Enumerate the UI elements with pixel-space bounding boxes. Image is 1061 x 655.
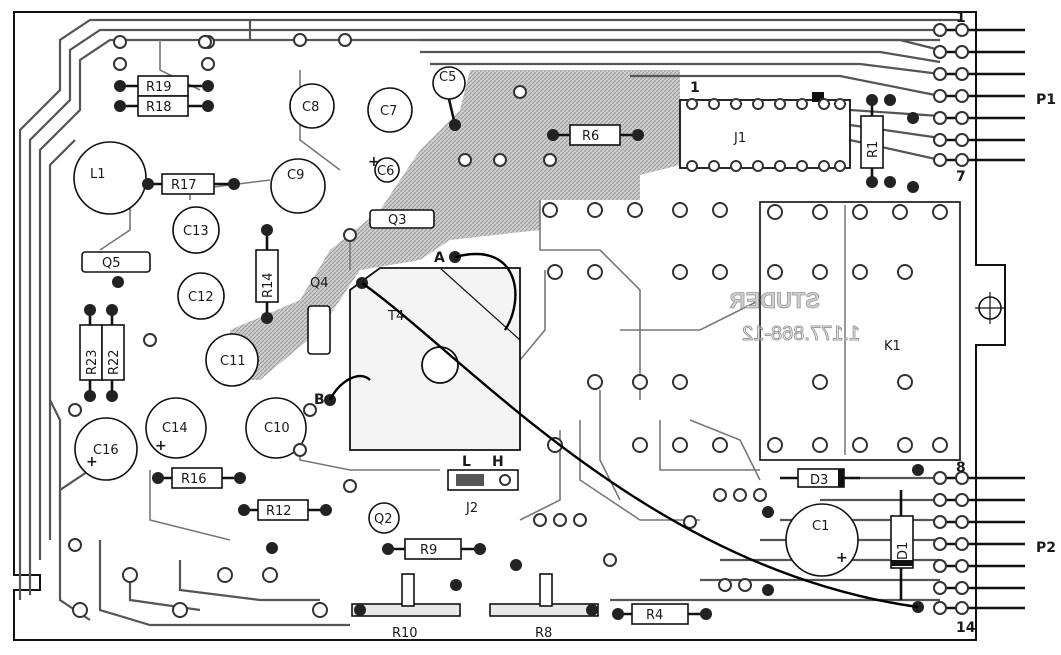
label-r19: R19 — [146, 80, 172, 95]
label-j1-pin-1: 1 — [690, 80, 700, 96]
label-r9: R9 — [420, 543, 437, 558]
label-r4: R4 — [646, 608, 663, 623]
label-q3: Q3 — [388, 213, 407, 228]
label-connector-p1: P1 — [1036, 92, 1056, 108]
label-q2: Q2 — [374, 512, 393, 527]
jumper-wire-a — [454, 253, 517, 331]
label-r18: R18 — [146, 100, 172, 115]
board-number: 1.177.868-12 — [742, 323, 860, 345]
label-r6: R6 — [582, 129, 599, 144]
label-jumper-high: H — [492, 454, 504, 470]
capacitors — [73, 66, 859, 577]
label-r16: R16 — [181, 472, 207, 487]
label-t4: T4 — [387, 309, 404, 324]
label-r8: R8 — [535, 626, 552, 641]
label-r1: R1 — [866, 141, 881, 158]
label-p2-pin-14: 14 — [956, 620, 976, 636]
label-c6: C6 — [377, 164, 394, 179]
label-c16: C16 — [93, 443, 119, 458]
diodes — [780, 468, 914, 600]
transistors — [81, 209, 435, 534]
trim-potentiometers — [351, 573, 599, 617]
polarity-mark-c1: + — [836, 550, 848, 566]
label-k1: K1 — [884, 339, 901, 354]
polarity-mark-c16: + — [86, 454, 98, 470]
jumper-j2 — [447, 469, 519, 491]
label-r12: R12 — [266, 504, 292, 519]
polarity-mark-c14: + — [155, 438, 167, 454]
jumper-wire — [361, 282, 919, 609]
brand-text: STUDER — [729, 288, 820, 313]
label-jumper-low: L — [462, 454, 471, 470]
transformer-t4 — [349, 267, 521, 451]
label-c5: C5 — [439, 70, 456, 85]
label-c9: C9 — [287, 168, 304, 183]
label-r22: R22 — [107, 349, 122, 375]
mounting-hole — [975, 292, 1005, 324]
polarity-mark-c6: + — [368, 154, 380, 170]
label-q5: Q5 — [102, 256, 121, 271]
label-c11: C11 — [220, 354, 246, 369]
label-j1: J1 — [733, 131, 746, 146]
component-labels: R19 R18 R17 R14 R23 R22 R16 R12 R9 R6 R1… — [85, 10, 1056, 641]
ic-socket-j1 — [679, 92, 851, 169]
label-r17: R17 — [171, 178, 197, 193]
label-c10: C10 — [264, 421, 290, 436]
label-r14: R14 — [261, 272, 276, 298]
copper-traces — [18, 18, 960, 627]
label-c1: C1 — [812, 519, 829, 534]
label-test-point-b: B — [314, 392, 325, 408]
label-c7: C7 — [380, 104, 397, 119]
label-r10: R10 — [392, 626, 418, 641]
label-c8: C8 — [302, 100, 319, 115]
solder-pads — [68, 23, 969, 620]
label-c12: C12 — [188, 290, 214, 305]
label-c14: C14 — [162, 421, 188, 436]
label-c13: C13 — [183, 224, 209, 239]
label-test-point-a: A — [434, 250, 445, 266]
label-p2-pin-8: 8 — [956, 460, 966, 476]
resistors — [79, 75, 884, 625]
label-d1: D1 — [896, 542, 911, 560]
label-p1-pin-7: 7 — [956, 169, 966, 185]
label-l1: L1 — [90, 167, 106, 182]
label-d3: D3 — [810, 473, 828, 488]
ground-plane — [230, 70, 680, 380]
label-q4: Q4 — [310, 276, 329, 291]
label-p1-pin-1: 1 — [956, 10, 966, 26]
studer-marking: STUDER 1.177.868-12 — [729, 288, 860, 346]
jumper-wire-b — [328, 374, 371, 401]
label-connector-p2: P2 — [1036, 540, 1056, 556]
label-r23: R23 — [85, 349, 100, 375]
relay-k1 — [759, 201, 961, 461]
label-j2: J2 — [465, 501, 478, 516]
